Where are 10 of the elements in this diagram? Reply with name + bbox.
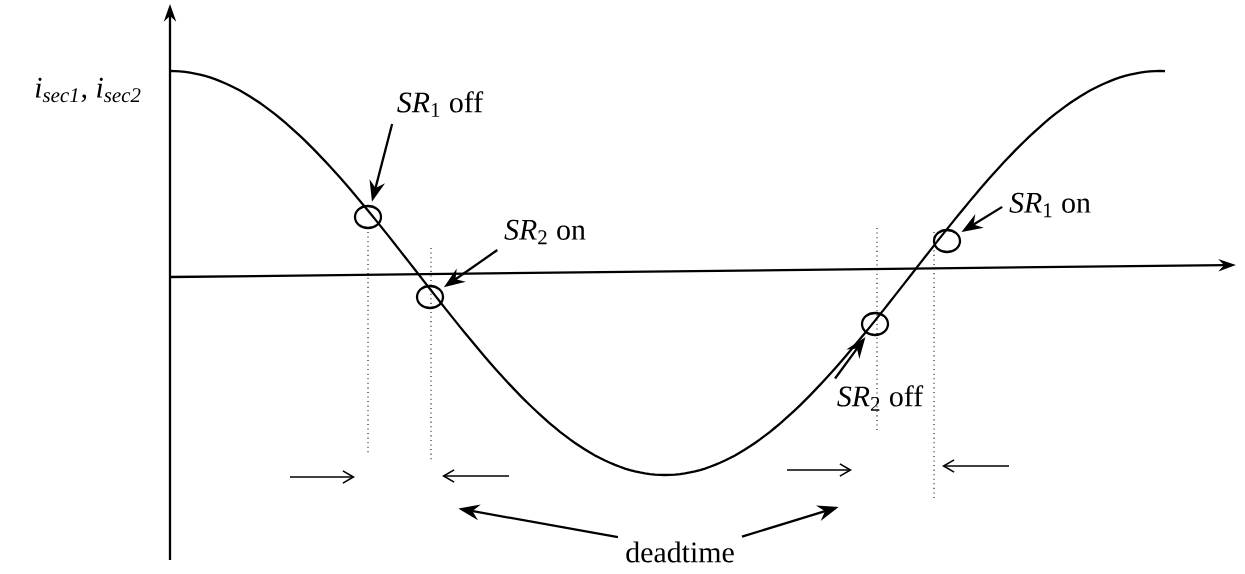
callout-label: SR$_{2}$ off xyxy=(837,385,924,411)
switching-point-ellipse xyxy=(353,204,383,230)
callout-label: deadtime xyxy=(626,541,734,563)
switching-point-ellipse xyxy=(932,228,962,254)
callout-label: SR$_{1}$ off xyxy=(397,91,484,117)
switching-point-ellipse xyxy=(860,311,890,337)
axis-label: i$_{sec1}$, i$_{sec2}$ xyxy=(35,77,141,103)
callout-label: SR$_{1}$ on xyxy=(1009,192,1091,218)
switching-point-ellipse xyxy=(415,284,445,310)
callout-label: SR$_{2}$ on xyxy=(504,219,586,245)
